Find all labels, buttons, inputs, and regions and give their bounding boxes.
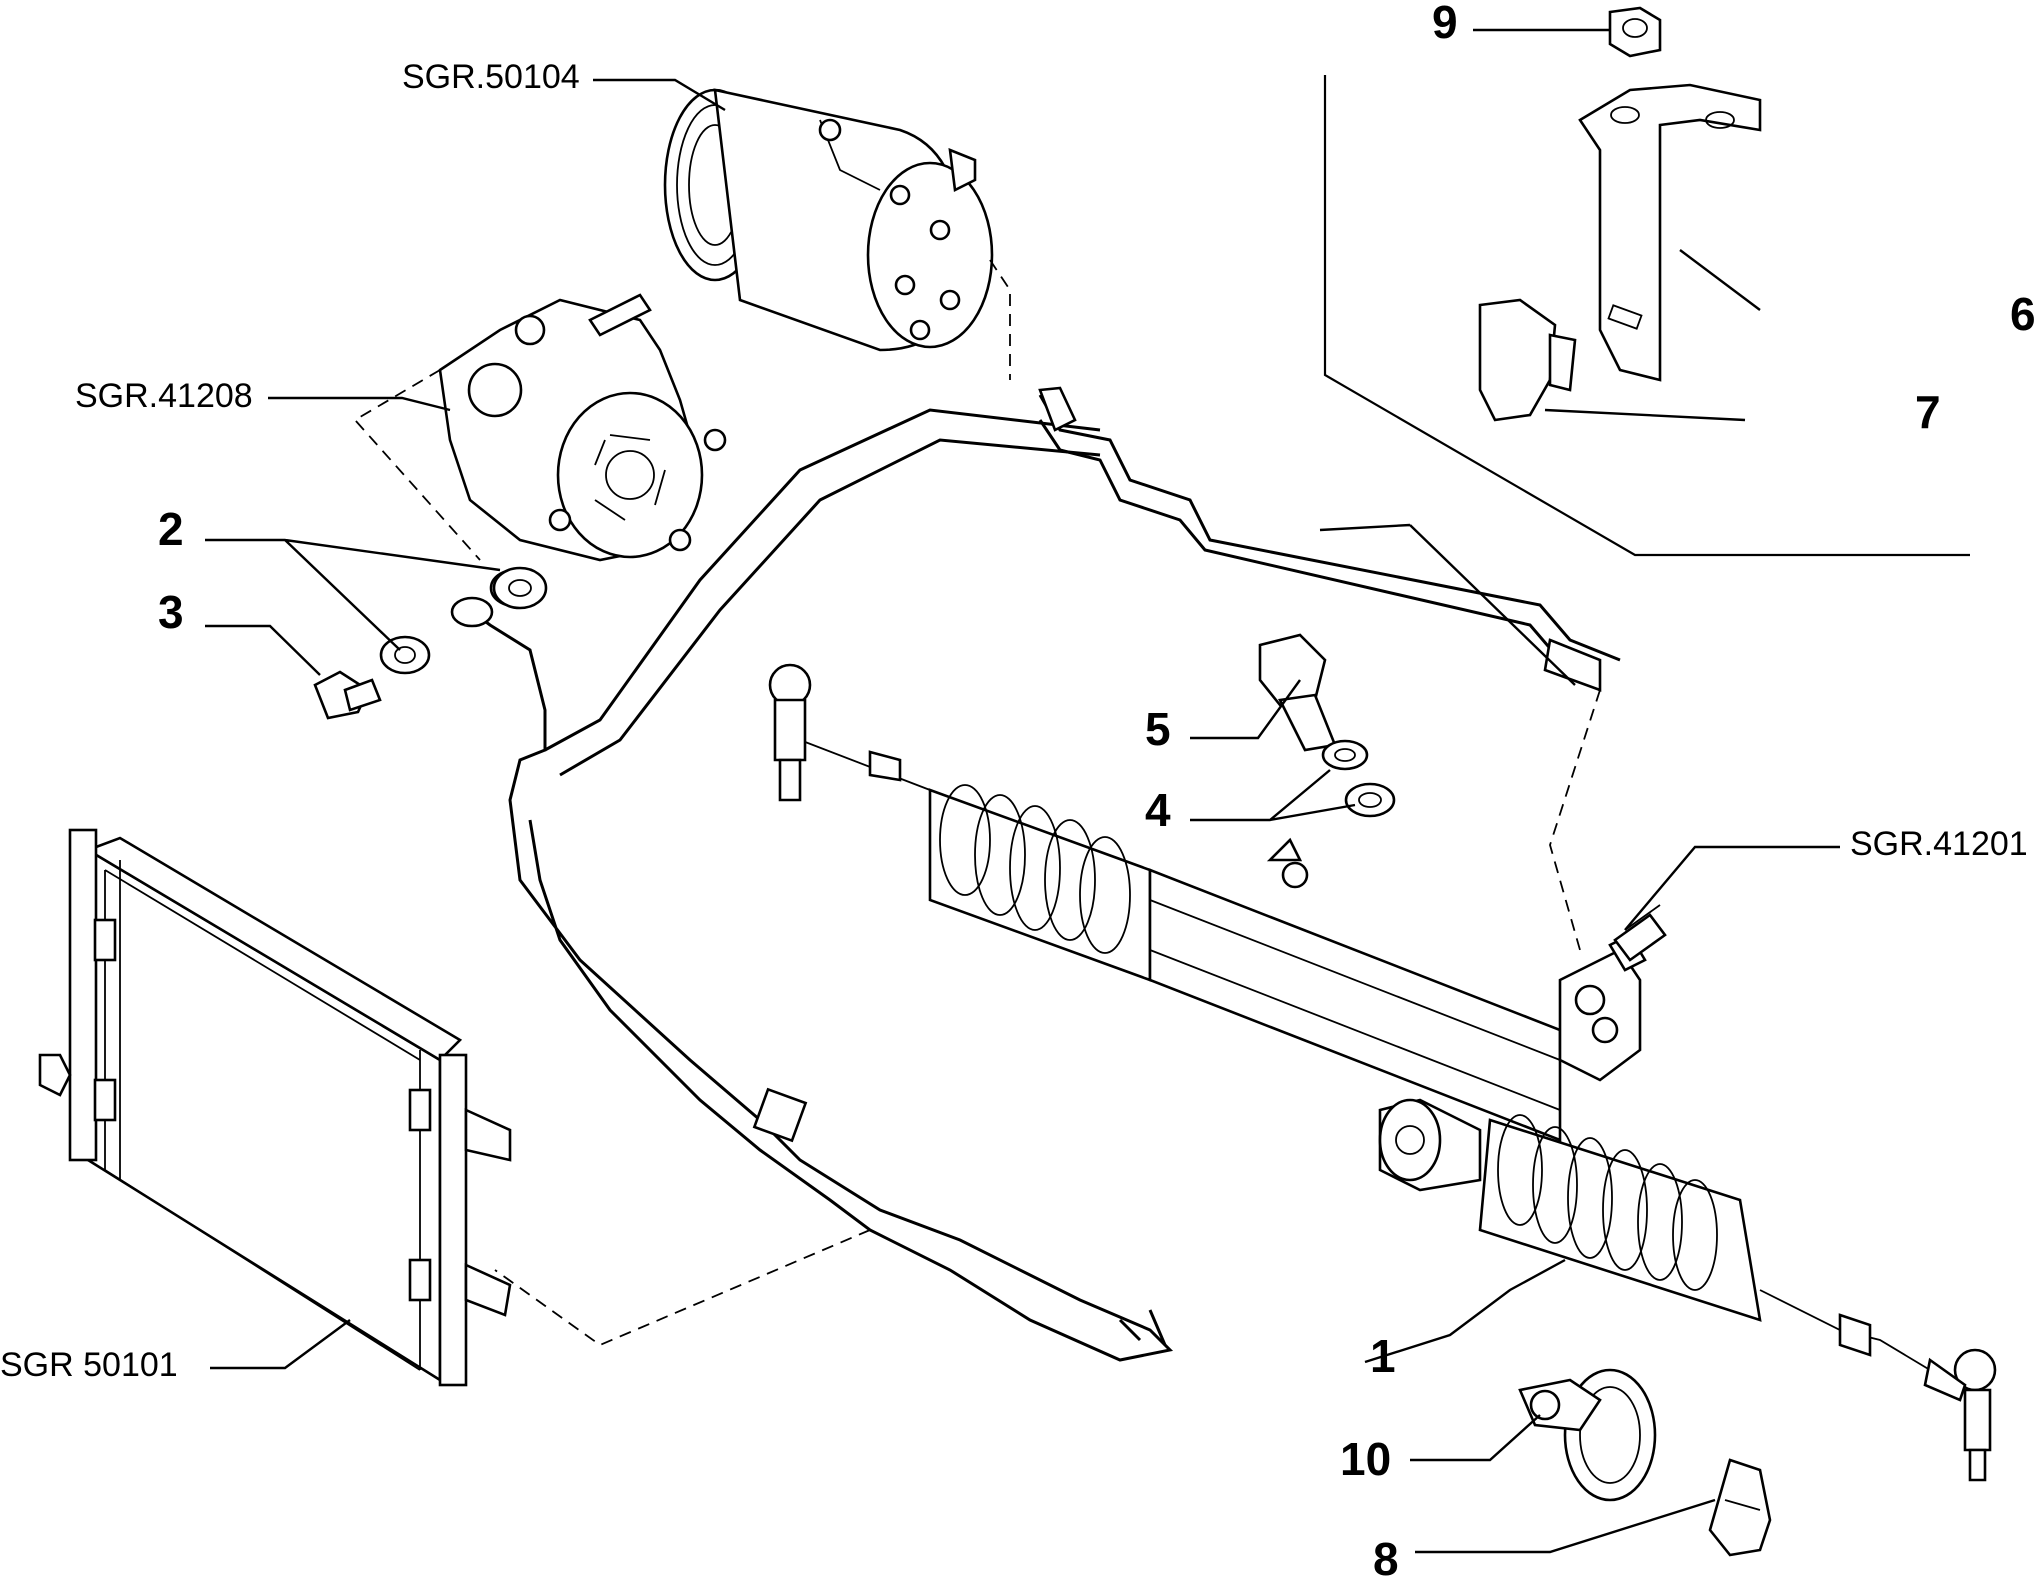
callout-2: 2 bbox=[158, 503, 184, 555]
label-condenser-ref: SGR 50101 bbox=[0, 1346, 178, 1384]
label-steering-box-ref: SGR.41201 bbox=[1850, 825, 2028, 863]
callout-8: 8 bbox=[1373, 1533, 1399, 1579]
banjo-bolt-3 bbox=[313, 670, 382, 720]
banjo-bolt-5 bbox=[1258, 633, 1337, 752]
callout-3: 3 bbox=[158, 586, 184, 638]
callout-1: 1 bbox=[1370, 1330, 1396, 1382]
ac-compressor bbox=[663, 88, 994, 352]
label-pump-ref: SGR.41208 bbox=[75, 377, 253, 415]
ac-condenser bbox=[38, 828, 512, 1387]
dashed-guides bbox=[353, 259, 1601, 1347]
label-compressor-ref: SGR.50104 bbox=[402, 58, 580, 96]
bracket bbox=[1578, 83, 1762, 382]
rack-boot-right bbox=[1478, 1114, 1762, 1322]
callout-5: 5 bbox=[1145, 703, 1171, 755]
rack-boot-left bbox=[928, 784, 1152, 982]
callout-7: 7 bbox=[1915, 386, 1941, 438]
callout-9: 9 bbox=[1432, 0, 1458, 48]
group-frame-line bbox=[1323, 75, 1970, 557]
hose-clamp-10 bbox=[1518, 1368, 1657, 1502]
pinion-input-shaft bbox=[1613, 904, 1667, 962]
sealing-washers-2 bbox=[379, 566, 548, 675]
callout-10: 10 bbox=[1340, 1433, 1391, 1485]
callout-6: 6 bbox=[2010, 288, 2036, 340]
sealing-washers-4 bbox=[1321, 739, 1396, 818]
hose-clip-8 bbox=[1708, 1458, 1772, 1557]
power-steering-pump bbox=[438, 293, 727, 562]
callout-4: 4 bbox=[1145, 784, 1171, 836]
leader-lines bbox=[205, 28, 1840, 1554]
hose-clip-7 bbox=[1478, 298, 1577, 422]
hex-nut bbox=[1608, 6, 1662, 58]
steering-rack bbox=[768, 663, 1997, 1482]
